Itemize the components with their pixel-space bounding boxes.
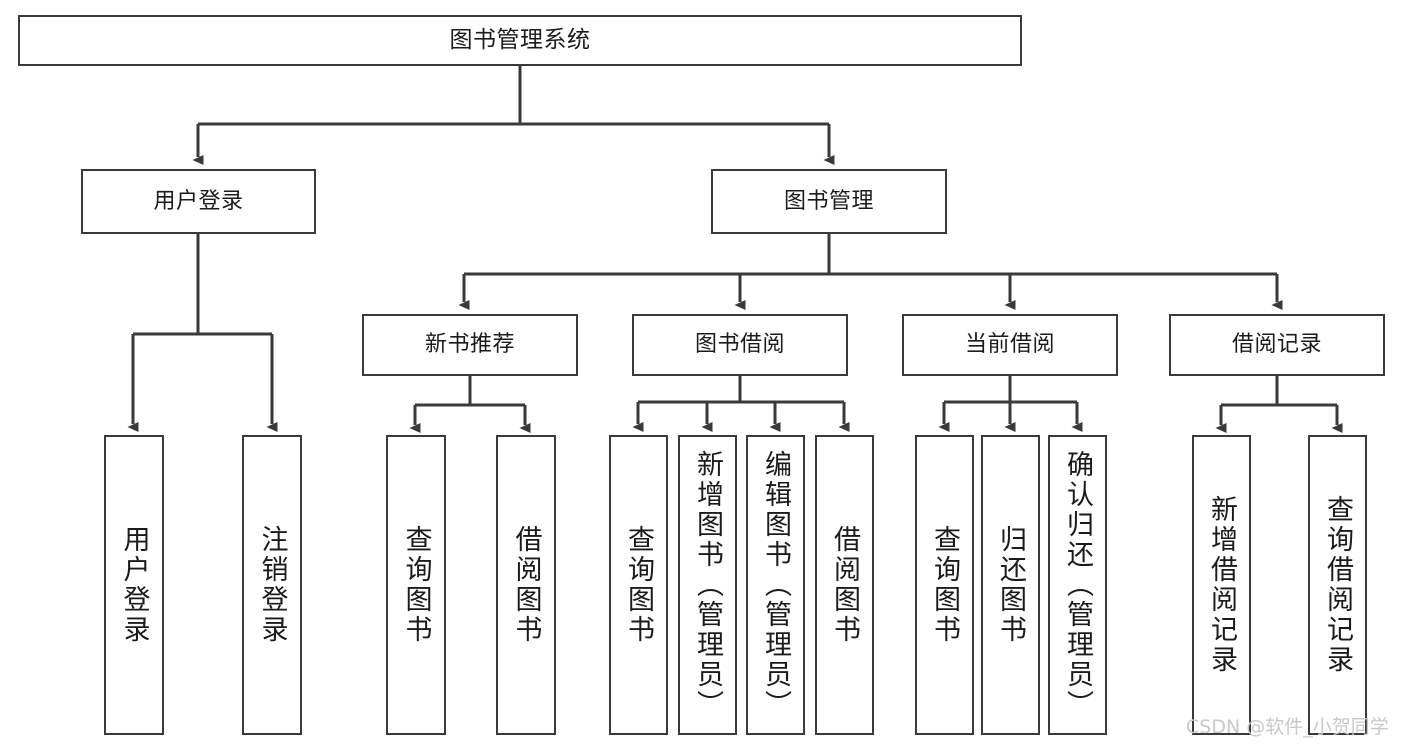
node-label: 查询图书	[400, 525, 432, 645]
leaf-edit-book[interactable]: 编辑图书（管理员）	[746, 435, 805, 735]
leaf-add-book[interactable]: 新增图书（管理员）	[678, 435, 737, 735]
leaf-borrow-book-recommend[interactable]: 借阅图书	[496, 435, 556, 735]
leaf-query-book-current[interactable]: 查询图书	[915, 435, 974, 735]
node-book-borrow[interactable]: 图书借阅	[632, 314, 848, 376]
csdn-watermark: CSDN @软件_小贺同学	[1186, 716, 1389, 738]
leaf-user-login[interactable]: 用户登录	[104, 435, 164, 735]
leaf-query-book-recommend[interactable]: 查询图书	[386, 435, 446, 735]
node-label: 图书借阅	[694, 332, 785, 358]
node-label: 用户登录	[118, 525, 150, 645]
leaf-confirm-return[interactable]: 确认归还（管理员）	[1048, 435, 1107, 735]
node-root-system[interactable]: 图书管理系统	[18, 15, 1022, 66]
node-label: 查询图书	[623, 525, 654, 645]
node-borrow-record[interactable]: 借阅记录	[1169, 314, 1385, 376]
node-label: 查询图书	[929, 525, 960, 645]
node-label: 编辑图书（管理员）	[760, 450, 791, 720]
node-label: 借阅图书	[829, 525, 860, 645]
node-label: 新增借阅记录	[1206, 495, 1237, 675]
node-label: 借阅图书	[510, 525, 542, 645]
node-book-manage[interactable]: 图书管理	[711, 169, 947, 234]
leaf-add-borrow-record[interactable]: 新增借阅记录	[1192, 435, 1251, 735]
node-label: 图书管理系统	[449, 27, 591, 54]
node-label: 确认归还（管理员）	[1062, 450, 1093, 720]
node-new-book-recommend[interactable]: 新书推荐	[362, 314, 578, 376]
node-label: 新增图书（管理员）	[692, 450, 723, 720]
node-label: 当前借阅	[964, 332, 1055, 358]
node-label: 注销登录	[256, 525, 288, 645]
leaf-query-borrow-record[interactable]: 查询借阅记录	[1308, 435, 1367, 735]
leaf-return-book[interactable]: 归还图书	[981, 435, 1040, 735]
node-label: 归还图书	[995, 525, 1026, 645]
node-label: 新书推荐	[424, 332, 515, 358]
leaf-borrow-book[interactable]: 借阅图书	[815, 435, 874, 735]
node-label: 图书管理	[783, 188, 874, 214]
leaf-logout[interactable]: 注销登录	[242, 435, 302, 735]
node-label: 用户登录	[153, 188, 244, 214]
leaf-query-book-borrow[interactable]: 查询图书	[609, 435, 668, 735]
node-label: 查询借阅记录	[1322, 495, 1353, 675]
node-current-borrow[interactable]: 当前借阅	[902, 314, 1118, 376]
node-user-login[interactable]: 用户登录	[81, 169, 316, 234]
node-label: 借阅记录	[1231, 332, 1322, 358]
